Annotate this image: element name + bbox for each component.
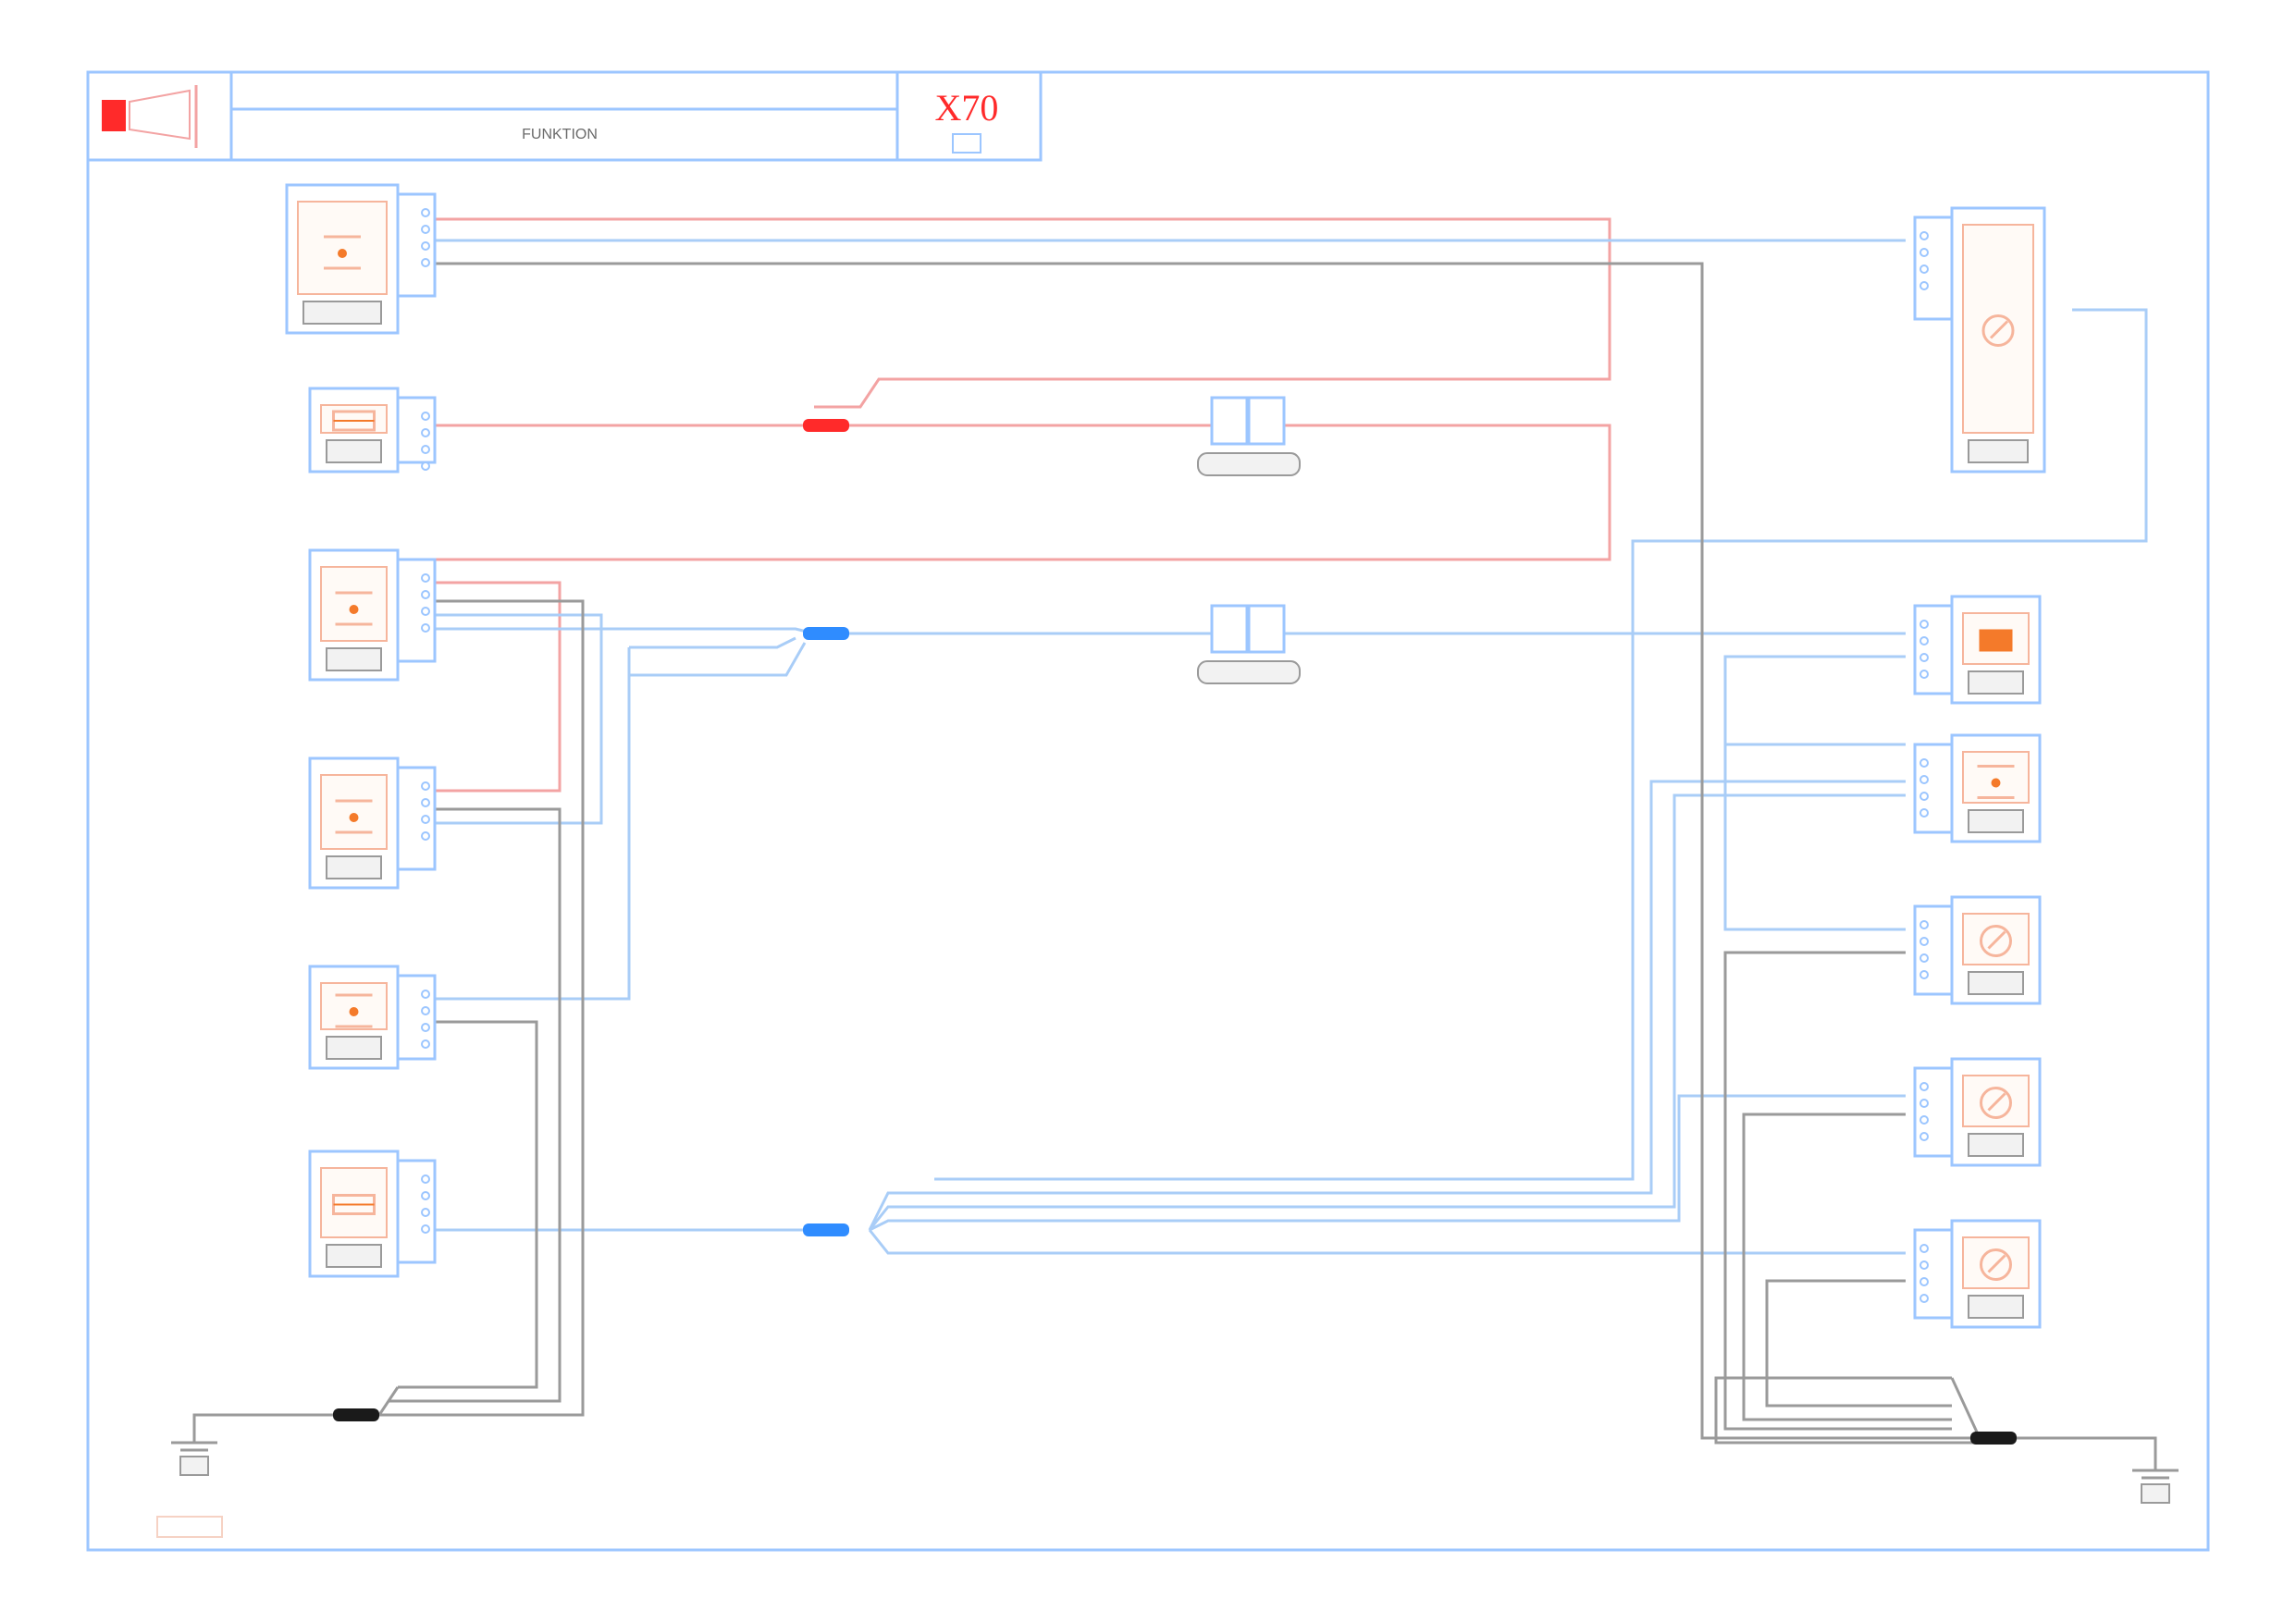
splice-ground-right: [1970, 1432, 2017, 1445]
switch-icon: [324, 235, 361, 270]
splice-signal-2: [803, 1223, 849, 1236]
splice-signal-1: [803, 627, 849, 640]
relay-icon: [332, 1194, 376, 1215]
splice-ground-left: [333, 1408, 379, 1421]
comp-6: [308, 1150, 437, 1278]
switch-icon: [335, 993, 373, 1028]
comp-r4: [1913, 1057, 2042, 1167]
comp-r0: [1913, 206, 2046, 473]
signal-wires: [435, 239, 2148, 1255]
comp-3: [308, 548, 437, 682]
ground-wires: [192, 262, 2157, 1470]
ground-right-icon: [2132, 1469, 2179, 1504]
splice-power: [803, 419, 849, 432]
motor-icon: [1980, 925, 2012, 957]
switch-icon: [335, 591, 373, 626]
comp-r1: [1913, 595, 2042, 705]
comp-5: [308, 965, 437, 1070]
power-wires: [435, 217, 1611, 793]
page-marker: [156, 1516, 223, 1538]
lamp-icon: [1979, 629, 2013, 652]
connector-2: [1197, 604, 1301, 684]
ground-left-icon: [171, 1441, 217, 1476]
title-block: FUNKTION X70: [86, 70, 1043, 162]
model-label: X70: [935, 87, 999, 129]
comp-r2: [1913, 733, 2042, 843]
motor-icon: [1981, 314, 2015, 347]
brand-logo-icon: [102, 85, 198, 148]
comp-r5: [1913, 1219, 2042, 1329]
switch-icon: [335, 799, 373, 834]
connector-1: [1197, 396, 1301, 476]
comp-r3: [1913, 895, 2042, 1005]
comp-1: [285, 183, 437, 335]
title-block-text: FUNKTION: [522, 127, 598, 142]
motor-icon: [1980, 1248, 2012, 1281]
comp-2: [308, 387, 437, 473]
motor-icon: [1980, 1087, 2012, 1119]
switch-icon: [1977, 765, 2015, 799]
diagram-frame: [86, 70, 2210, 1552]
comp-4: [308, 756, 437, 890]
model-sub-box: [952, 133, 981, 154]
relay-icon: [332, 410, 376, 432]
